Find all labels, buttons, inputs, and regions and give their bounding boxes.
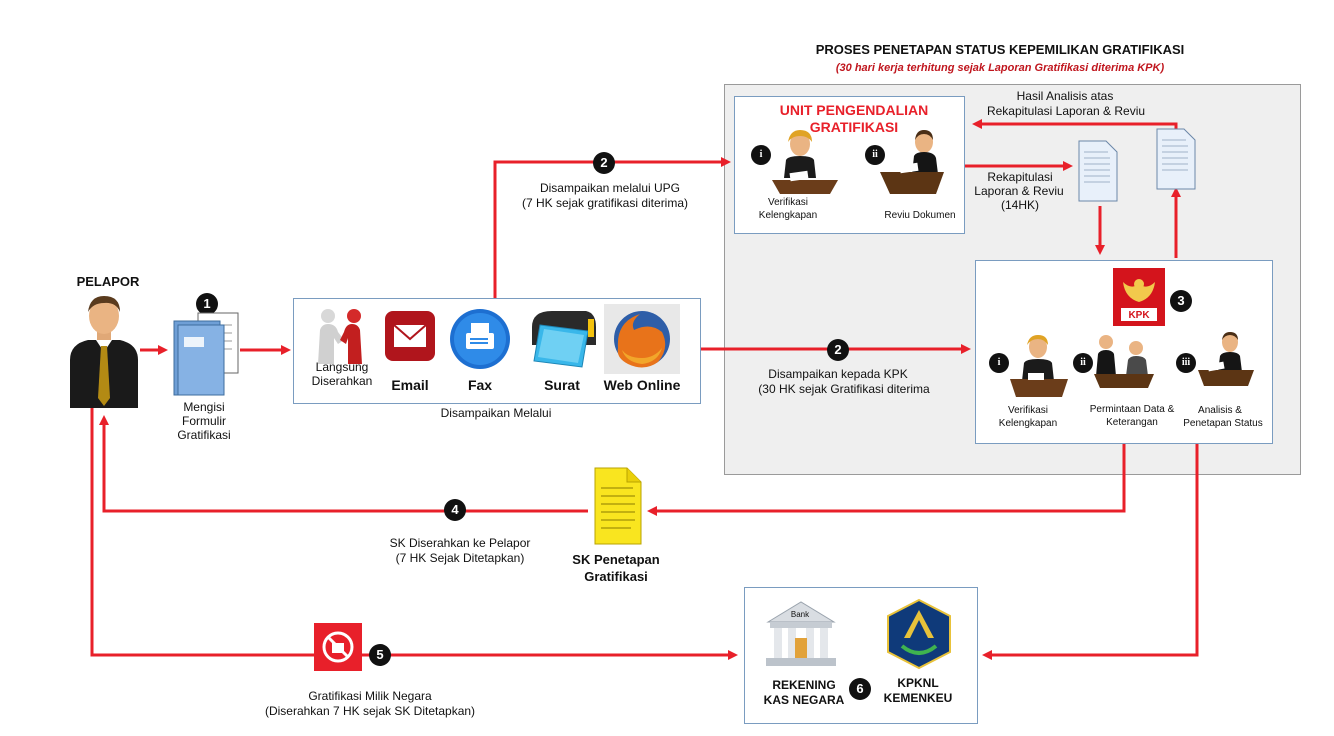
upg-reviewer-person-icon xyxy=(880,130,944,194)
kpk-analyst-person-icon xyxy=(1198,332,1254,386)
step-6-badge: 6 xyxy=(849,678,871,700)
hasil-line2: Rekapitulasi Laporan & Reviu xyxy=(986,104,1146,118)
arrow-kpk-kas xyxy=(982,443,1199,660)
kpknl-line1: KPKNL xyxy=(897,676,939,690)
upg-reviu-caption: Reviu Dokumen xyxy=(884,210,956,221)
rekap-line1: Rekapitulasi xyxy=(987,170,1053,184)
pelapor-person-icon xyxy=(70,296,138,408)
upg-title-1: UNIT PENGENDALIAN xyxy=(779,102,929,118)
kpk-step-i-badge: i xyxy=(989,353,1009,373)
kpk-verif-caption-2: Kelengkapan xyxy=(998,418,1058,429)
step-2-kpk-line2: (30 HK sejak Gratifikasi diterima xyxy=(758,382,930,396)
diagram-title: PROSES PENETAPAN STATUS KEPEMILIKAN GRAT… xyxy=(815,42,1185,57)
arrow-kpk-sk xyxy=(647,443,1126,516)
rekap-line3: (14HK) xyxy=(1000,198,1039,212)
step-2-upg-line1: Disampaikan melalui UPG xyxy=(539,181,681,195)
kpk-logo-icon xyxy=(1113,268,1165,326)
arrow-channels-upg xyxy=(493,157,731,298)
step-4-line1: SK Diserahkan ke Pelapor xyxy=(389,536,531,550)
kemenkeu-logo-icon xyxy=(887,598,951,670)
form-caption-2: Formulir xyxy=(182,414,226,428)
step-2-kpk-line1: Disampaikan kepada KPK xyxy=(768,367,908,381)
rekening-line1: REKENING xyxy=(772,678,836,692)
kpk-perm-caption-1: Permintaan Data & xyxy=(1089,404,1175,415)
kpk-step-ii-badge: ii xyxy=(1073,353,1093,373)
bank-building-icon xyxy=(766,601,836,666)
form-caption-1: Mengisi xyxy=(183,400,225,414)
step-4-badge: 4 xyxy=(444,499,466,521)
upg-verifier-person-icon xyxy=(772,130,838,194)
step-4-line2: (7 HK Sejak Ditetapkan) xyxy=(395,551,525,565)
web-browser-icon xyxy=(604,304,680,374)
diagram-subtitle: (30 hari kerja terhitung sejak Laporan G… xyxy=(835,62,1165,74)
upg-step-i-badge: i xyxy=(751,145,771,165)
channels-caption: Disampaikan Melalui xyxy=(440,406,552,420)
kpk-step-iii-badge: iii xyxy=(1176,353,1196,373)
channel-surat-label: Surat xyxy=(544,377,580,393)
channel-web-label: Web Online xyxy=(603,377,681,393)
kpk-verifier-person-icon xyxy=(1010,335,1068,397)
upg-verif-caption-2: Kelengkapan xyxy=(758,210,818,221)
kpk-perm-caption-2: Keterangan xyxy=(1106,417,1158,428)
step-1-badge: 1 xyxy=(196,293,218,315)
bank-sign-label: Bank xyxy=(790,610,810,619)
handshake-people-icon xyxy=(318,309,362,364)
form-document-icon xyxy=(173,312,239,396)
sk-caption-2: Gratifikasi xyxy=(584,569,648,584)
channel-email-label: Email xyxy=(391,377,429,393)
upg-step-ii-badge: ii xyxy=(865,145,885,165)
hasil-document-icon xyxy=(1156,128,1196,190)
email-icon xyxy=(385,311,435,361)
arrow-pelapor-kas xyxy=(90,408,738,660)
hasil-line1: Hasil Analisis atas xyxy=(1016,89,1114,103)
upg-verif-caption-1: Verifikasi xyxy=(767,197,808,208)
mailbox-letter-icon xyxy=(532,311,596,368)
no-gratification-icon xyxy=(314,623,362,671)
step-5-badge: 5 xyxy=(369,644,391,666)
sk-document-icon xyxy=(594,467,642,545)
kpk-meeting-people-icon xyxy=(1094,335,1154,388)
pelapor-label: PELAPOR xyxy=(76,274,140,289)
rekening-line2: KAS NEGARA xyxy=(763,693,845,707)
rekap-line2: Laporan & Reviu xyxy=(974,184,1064,198)
channel-fax-label: Fax xyxy=(467,377,493,393)
kpk-verif-caption-1: Verifikasi xyxy=(1007,405,1048,416)
step-2-kpk-badge: 2 xyxy=(827,339,849,361)
fax-icon xyxy=(450,309,510,369)
arrow-sk-pelapor xyxy=(99,415,588,513)
kpk-anal-caption-2: Penetapan Status xyxy=(1183,418,1263,429)
channel-langsung-label-2: Diserahkan xyxy=(311,374,373,388)
step-2-upg-line2: (7 HK sejak gratifikasi diterima) xyxy=(521,196,689,210)
kpk-logo-label: KPK xyxy=(1128,310,1150,321)
sk-caption-1: SK Penetapan xyxy=(572,552,660,567)
form-caption-3: Gratifikasi xyxy=(177,428,231,442)
kpk-anal-caption-1: Analisis & xyxy=(1198,405,1242,416)
step-2-upg-badge: 2 xyxy=(593,152,615,174)
arrow-hasil-upg xyxy=(972,119,1178,130)
upg-title-2: GRATIFIKASI xyxy=(809,119,899,135)
step-3-badge: 3 xyxy=(1170,290,1192,312)
step-5-line2: (Diserahkan 7 HK sejak SK Ditetapkan) xyxy=(264,704,476,718)
channel-langsung-label-1: Langsung xyxy=(315,360,369,374)
step-5-line1: Gratifikasi Milik Negara xyxy=(308,689,432,703)
rekap-document-icon xyxy=(1078,140,1118,202)
kpknl-line2: KEMENKEU xyxy=(883,691,953,705)
